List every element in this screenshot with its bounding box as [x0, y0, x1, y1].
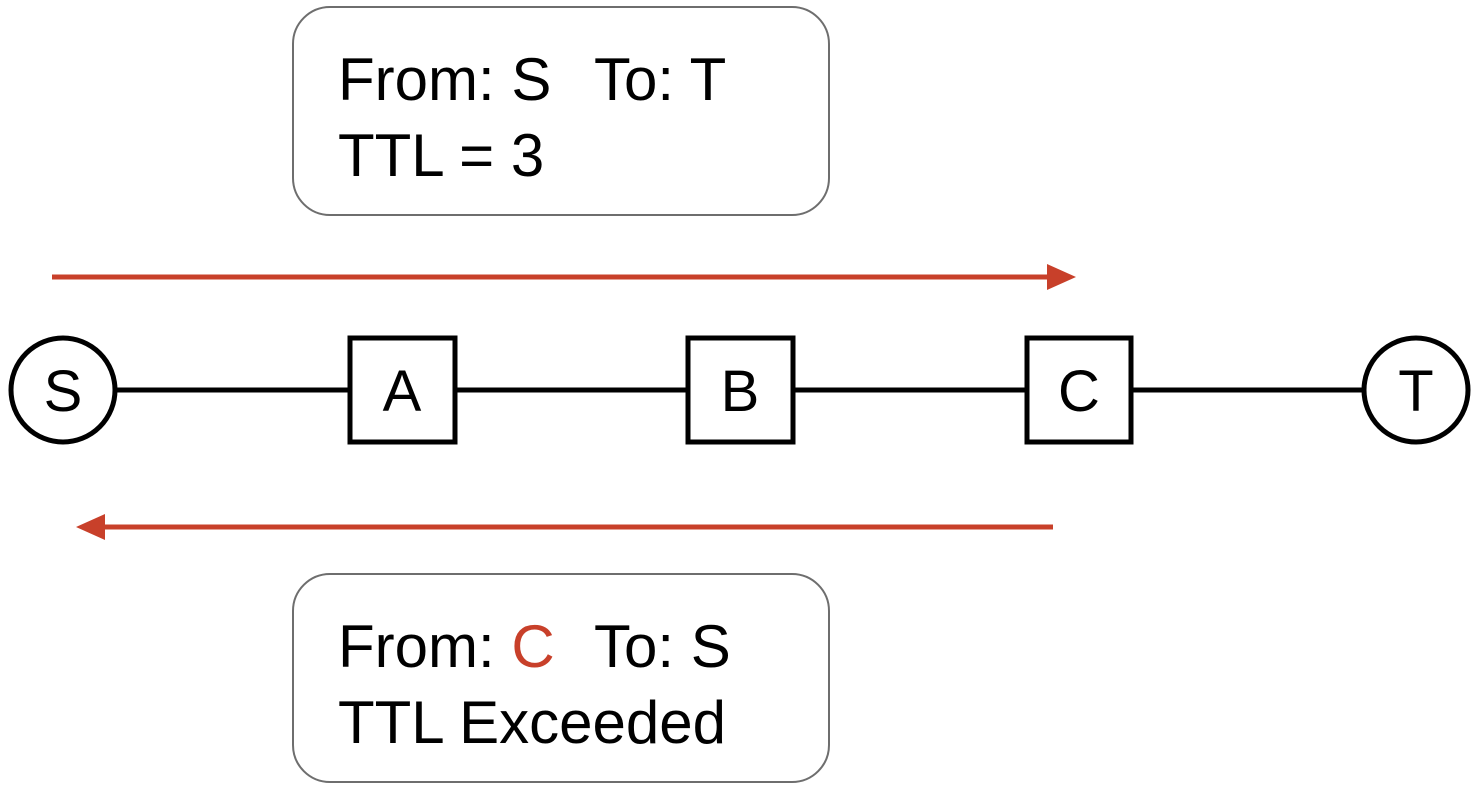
node-router-c-label: C [1058, 359, 1100, 424]
outgoing-packet-box: From: S To: T TTL = 3 [292, 6, 830, 216]
node-target: T [1361, 335, 1471, 445]
outgoing-to-label: To: T [594, 46, 727, 113]
node-target-label: T [1398, 359, 1433, 424]
node-router-b: B [685, 335, 796, 445]
reply-status-label: TTL Exceeded [338, 689, 726, 756]
reply-to-label: To: S [594, 613, 731, 680]
node-router-a-box [347, 335, 458, 445]
node-source-label: S [44, 359, 83, 424]
node-source-circle [8, 335, 118, 445]
node-router-b-box [685, 335, 796, 445]
node-target-circle [1361, 335, 1471, 445]
outgoing-from-label: From: S [338, 46, 552, 113]
reply-from-prefix: From: [338, 613, 512, 680]
outgoing-ttl-label: TTL = 3 [338, 122, 545, 189]
reply-packet-box: From: C To: S TTL Exceeded [292, 573, 830, 783]
node-router-a: A [347, 335, 458, 445]
node-router-a-label: A [383, 359, 422, 424]
node-router-c-box [1024, 335, 1134, 445]
node-router-b-label: B [721, 359, 760, 424]
reply-from-node: C [511, 613, 555, 680]
forward-arrow [52, 264, 1076, 290]
node-source: S [8, 335, 118, 445]
return-arrow [76, 514, 1053, 540]
reply-from-label: From: C [338, 617, 555, 677]
return-arrow-head [76, 514, 105, 540]
node-router-c: C [1024, 335, 1134, 445]
forward-arrow-head [1047, 264, 1076, 290]
